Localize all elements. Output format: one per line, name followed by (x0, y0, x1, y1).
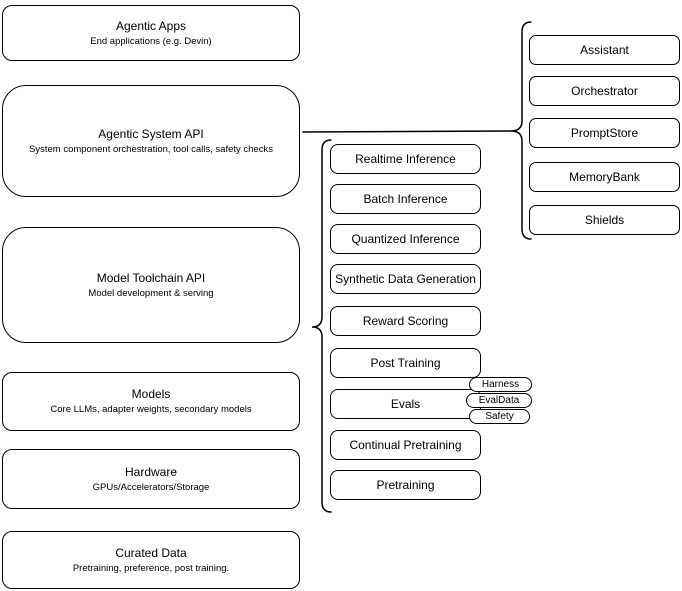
tag-evaldata: EvalData (466, 393, 532, 408)
tag-harness-label: Harness (481, 379, 520, 390)
system-api-to-right-bracket-connector (302, 130, 512, 133)
node-curated-data-subtitle: Pretraining, preference, post training. (72, 562, 230, 574)
node-continual-pretraining: Continual Pretraining (330, 430, 481, 460)
node-models-title: Models (131, 387, 171, 401)
node-shields: Shields (529, 205, 680, 235)
node-models-subtitle: Core LLMs, adapter weights, secondary mo… (50, 404, 252, 415)
node-model-toolchain-api-subtitle: Model development & serving (88, 287, 214, 299)
node-promptstore-label: PromptStore (570, 126, 639, 140)
node-pretraining: Pretraining (330, 470, 481, 500)
node-memorybank: MemoryBank (529, 162, 680, 192)
node-reward-scoring: Reward Scoring (330, 306, 481, 336)
node-memorybank-label: MemoryBank (569, 170, 640, 184)
node-agentic-apps-subtitle: End applications (e.g. Devin) (90, 35, 212, 47)
node-batch-inference: Batch Inference (330, 184, 481, 214)
node-agentic-apps-title: Agentic Apps (115, 18, 187, 33)
node-continual-pretraining-label: Continual Pretraining (349, 438, 462, 452)
node-synthetic-data-generation: Synthetic Data Generation (330, 264, 481, 294)
node-assistant-label: Assistant (580, 43, 629, 57)
right-column-bracket (510, 21, 532, 240)
node-evals-label: Evals (390, 397, 421, 411)
node-curated-data-title: Curated Data (115, 545, 187, 560)
node-evals: Evals (330, 389, 481, 419)
node-agentic-apps: Agentic Apps End applications (e.g. Devi… (2, 5, 300, 61)
node-batch-inference-label: Batch Inference (363, 192, 448, 206)
node-quantized-inference-label: Quantized Inference (351, 232, 460, 246)
node-realtime-inference: Realtime Inference (330, 144, 481, 174)
node-model-toolchain-api-title: Model Toolchain API (96, 270, 206, 285)
node-hardware-subtitle: GPUs/Accelerators/Storage (92, 481, 210, 493)
node-curated-data: Curated Data Pretraining, preference, po… (2, 531, 300, 589)
node-agentic-system-api-title: Agentic System API (98, 126, 204, 141)
node-hardware: Hardware GPUs/Accelerators/Storage (2, 449, 300, 509)
node-orchestrator: Orchestrator (529, 76, 680, 106)
middle-column-bracket (311, 139, 332, 513)
node-realtime-inference-label: Realtime Inference (355, 152, 456, 166)
tag-safety: Safety (469, 409, 530, 424)
node-reward-scoring-label: Reward Scoring (362, 314, 449, 328)
tag-safety-label: Safety (485, 411, 514, 422)
node-orchestrator-label: Orchestrator (571, 84, 638, 98)
node-assistant: Assistant (529, 35, 680, 65)
node-model-toolchain-api: Model Toolchain API Model development & … (2, 227, 300, 343)
node-post-training-label: Post Training (370, 356, 441, 370)
tag-evaldata-label: EvalData (478, 395, 520, 406)
node-post-training: Post Training (330, 348, 481, 378)
node-agentic-system-api: Agentic System API System component orch… (2, 85, 300, 197)
node-synthetic-data-generation-label: Synthetic Data Generation (335, 272, 476, 286)
node-quantized-inference: Quantized Inference (330, 224, 481, 254)
node-promptstore: PromptStore (529, 118, 680, 148)
node-hardware-title: Hardware (124, 464, 178, 479)
node-models: Models Core LLMs, adapter weights, secon… (2, 372, 300, 431)
node-pretraining-label: Pretraining (376, 478, 435, 492)
tag-harness: Harness (469, 377, 532, 392)
node-agentic-system-api-subtitle: System component orchestration, tool cal… (29, 143, 273, 155)
node-shields-label: Shields (584, 213, 625, 227)
